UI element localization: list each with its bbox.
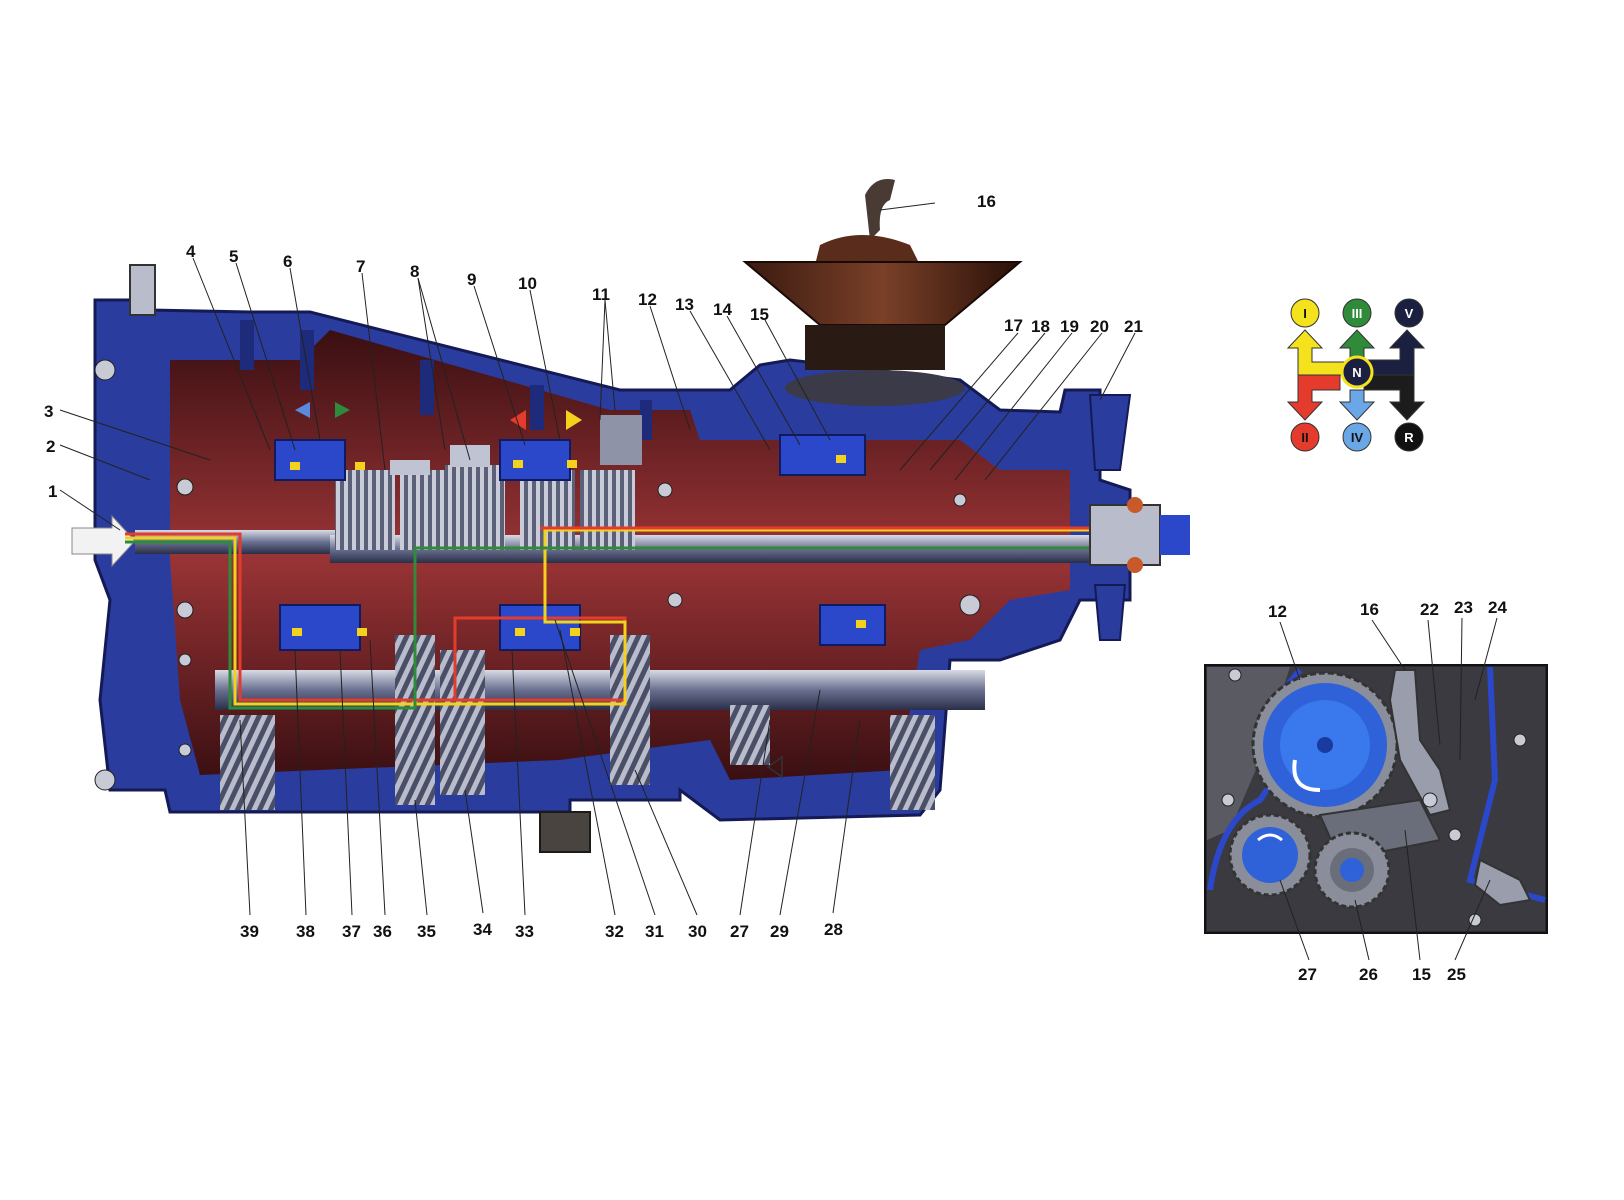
power-flow-paths — [125, 526, 1100, 710]
callout-37: 37 — [342, 922, 361, 941]
main-callouts: 1 2 3 4 5 6 7 8 9 10 11 12 13 14 15 16 1… — [44, 192, 1143, 941]
callout-6: 6 — [283, 252, 292, 271]
housing-ribs — [240, 320, 652, 440]
arrow-I — [1286, 329, 1351, 376]
callout-1: 1 — [48, 482, 57, 501]
bearings — [94, 359, 981, 791]
inset-callout-16: 16 — [1360, 600, 1379, 619]
callout-8: 8 — [410, 262, 419, 281]
callout-2: 2 — [46, 437, 55, 456]
gearbox-section — [71, 179, 1190, 853]
inset-callout-15: 15 — [1412, 965, 1431, 984]
callout-39: 39 — [240, 922, 259, 941]
power-path-yellow — [125, 528, 1100, 706]
callout-13: 13 — [675, 295, 694, 314]
power-path-green — [125, 540, 1100, 710]
arrow-II — [1286, 374, 1341, 421]
callout-12: 12 — [638, 290, 657, 309]
callout-21: 21 — [1124, 317, 1143, 336]
callout-33: 33 — [515, 922, 534, 941]
sync-rings — [290, 455, 866, 636]
inset-leader-lines — [1279, 617, 1498, 961]
inset-callout-24: 24 — [1488, 598, 1507, 617]
inset-callout-12: 12 — [1268, 602, 1287, 621]
callout-7: 7 — [356, 257, 365, 276]
inset-callout-26: 26 — [1359, 965, 1378, 984]
input-arrow-icon — [71, 514, 136, 568]
callout-5: 5 — [229, 247, 238, 266]
synchronizers — [274, 434, 886, 651]
callout-18: 18 — [1031, 317, 1050, 336]
gear-label-I: I — [1303, 306, 1307, 321]
shift-pattern: I III V N II IV R — [1286, 298, 1426, 452]
gear-label-IV: IV — [1351, 430, 1364, 445]
callout-30: 30 — [688, 922, 707, 941]
callout-4: 4 — [186, 242, 196, 261]
inset-callout-25: 25 — [1447, 965, 1466, 984]
callout-3: 3 — [44, 402, 53, 421]
callout-35: 35 — [417, 922, 436, 941]
callout-31: 31 — [645, 922, 664, 941]
callout-17: 17 — [1004, 316, 1023, 335]
callout-27: 27 — [730, 922, 749, 941]
callout-15: 15 — [750, 305, 769, 324]
callout-34: 34 — [473, 920, 492, 939]
gear-label-R: R — [1404, 430, 1414, 445]
callout-16: 16 — [977, 192, 996, 211]
main-shaft-gears — [335, 415, 642, 550]
breather — [129, 264, 156, 316]
inset-lever — [1388, 669, 1452, 817]
inset-callout-22: 22 — [1420, 600, 1439, 619]
gear-label-N: N — [1352, 365, 1361, 380]
arrow-R — [1363, 374, 1426, 421]
inset-detail — [1204, 664, 1548, 934]
callout-20: 20 — [1090, 317, 1109, 336]
callout-10: 10 — [518, 274, 537, 293]
shift-direction-arrows — [295, 402, 783, 779]
callout-9: 9 — [467, 270, 476, 289]
inset-callout-23: 23 — [1454, 598, 1473, 617]
inset-blue-edge — [1207, 668, 1303, 891]
gear-label-V: V — [1405, 306, 1414, 321]
inset-callout-27: 27 — [1298, 965, 1317, 984]
callout-32: 32 — [605, 922, 624, 941]
callout-14: 14 — [713, 300, 732, 319]
main-leader-lines — [59, 202, 1136, 916]
callout-19: 19 — [1060, 317, 1079, 336]
callout-11: 11 — [592, 285, 610, 304]
inset-callouts: 12 16 22 23 24 27 26 15 25 — [1268, 598, 1507, 984]
callout-29: 29 — [770, 922, 789, 941]
gear-label-II: II — [1301, 430, 1308, 445]
callout-36: 36 — [373, 922, 392, 941]
drain-plug — [539, 811, 591, 853]
inset-sensor — [1473, 858, 1532, 907]
arrow-IV — [1338, 389, 1376, 421]
callout-38: 38 — [296, 922, 315, 941]
callout-28: 28 — [824, 920, 843, 939]
gear-label-III: III — [1352, 306, 1363, 321]
output-flange — [1088, 394, 1190, 641]
shifter-boot — [742, 179, 1023, 406]
